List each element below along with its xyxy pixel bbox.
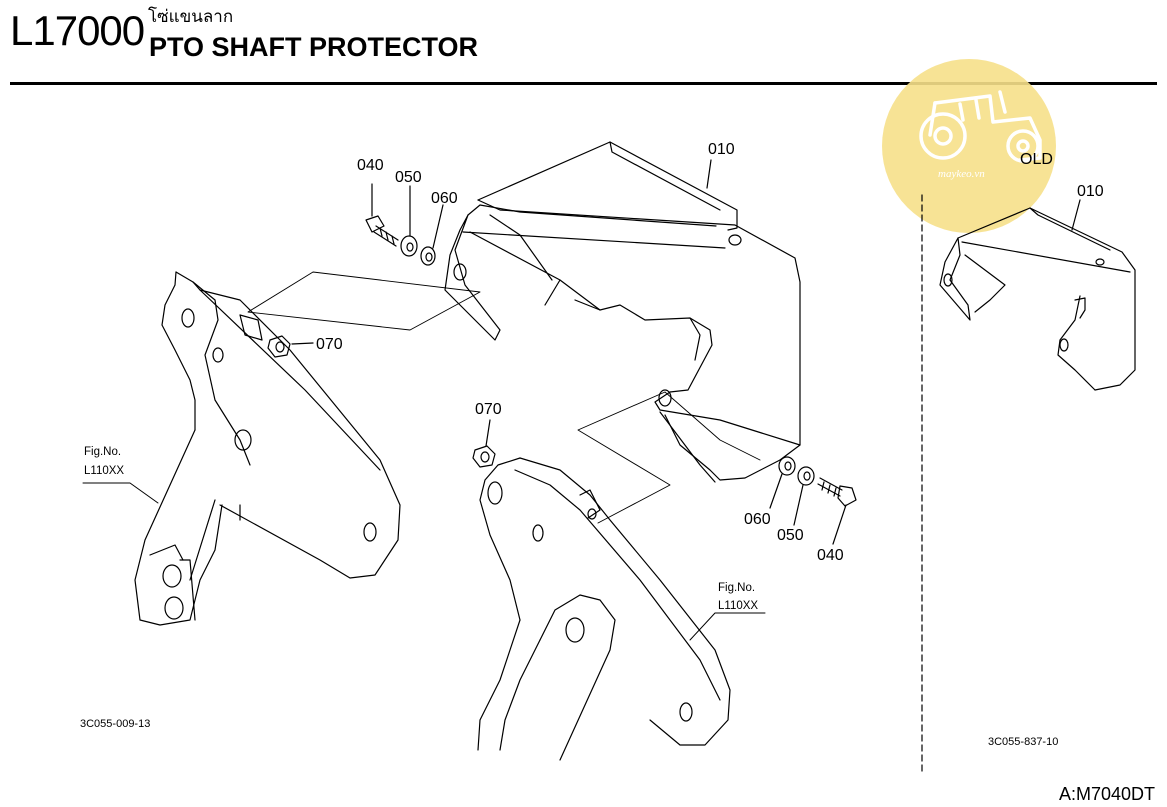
figref-left-line2: L110XX (84, 465, 124, 477)
lockwasher-top[interactable] (420, 246, 436, 266)
old-label: OLD (1020, 151, 1053, 168)
leader-040-bottom (832, 504, 847, 545)
callout-070-left: 070 (316, 336, 343, 353)
page-code: L17000 (10, 7, 145, 54)
callout-040-top: 040 (357, 157, 384, 174)
callout-050-top: 050 (395, 169, 422, 186)
callout-070-right: 070 (475, 401, 502, 418)
watermark: maykeo.vn (882, 59, 1056, 233)
callout-040-bottom: 040 (817, 547, 844, 564)
model-code: A:M7040DT (1058, 784, 1155, 804)
watermark-brand: maykeo.vn (938, 168, 985, 180)
figref-right-line2: L110XX (718, 600, 758, 612)
lockwasher-bottom[interactable] (778, 456, 796, 476)
callout-060-top: 060 (431, 190, 458, 207)
leader-010 (706, 159, 712, 189)
washer-bottom[interactable] (797, 466, 815, 486)
washer-top[interactable] (400, 235, 418, 257)
page-title: PTO SHAFT PROTECTOR (149, 32, 479, 62)
leader-060-top (432, 204, 444, 249)
figref-right-line1: Fig.No. (718, 582, 755, 594)
leader-070-left (291, 342, 314, 345)
pto-shield[interactable] (444, 141, 801, 483)
leader-010-old (1071, 199, 1081, 231)
nut-left[interactable] (267, 335, 291, 358)
drawing-code-new: 3C055-009-13 (80, 718, 150, 730)
right-bracket (477, 457, 731, 761)
tractor-icon (919, 90, 1042, 163)
callout-010: 010 (708, 141, 735, 158)
bolt-top[interactable] (365, 215, 399, 247)
left-bracket (134, 271, 401, 626)
leader-070-right (485, 419, 491, 447)
drawing-code-old: 3C055-837-10 (988, 736, 1058, 748)
leader-060-bottom (769, 473, 783, 509)
callout-010-old: 010 (1077, 183, 1104, 200)
phantom-lines-lower (577, 391, 761, 524)
old-shield[interactable] (939, 207, 1136, 391)
figref-left-line1: Fig.No. (84, 446, 121, 458)
thai-title: โซ่แขนลาก (148, 7, 234, 27)
leader-figref-left (82, 482, 159, 504)
leader-050-bottom (793, 484, 804, 526)
phantom-lines-upper (247, 271, 481, 331)
watermark-circle (882, 59, 1056, 233)
leader-figref-right (689, 612, 766, 641)
bolt-bottom[interactable] (817, 477, 857, 507)
callout-050-bottom: 050 (777, 527, 804, 544)
nut-right[interactable] (472, 445, 496, 468)
callout-060-bottom: 060 (744, 511, 771, 528)
header-rule (10, 82, 1157, 85)
